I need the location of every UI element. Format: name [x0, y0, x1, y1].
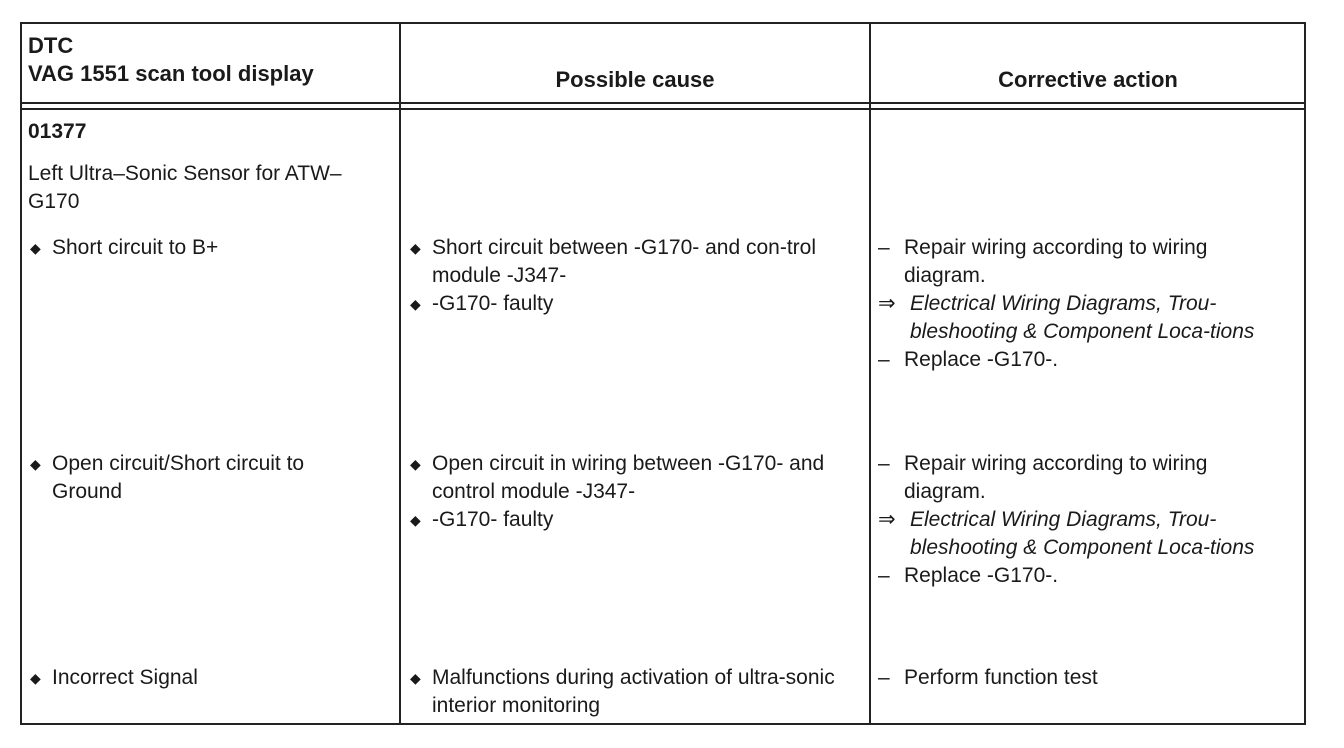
list-item: ◆ -G170- faulty — [410, 506, 868, 534]
symptom-short-to-bplus: ◆ Short circuit to B+ — [30, 234, 390, 262]
action-text: Repair wiring according to wiring diagra… — [904, 452, 1208, 503]
bullet-icon: ◆ — [410, 240, 421, 256]
list-item: – Replace -G170-. — [878, 346, 1298, 374]
actions-row-1: – Repair wiring according to wiring diag… — [878, 234, 1298, 374]
cause-text: Malfunctions during activation of ultra-… — [432, 666, 835, 717]
list-item: – Repair wiring according to wiring diag… — [878, 234, 1298, 290]
header-dtc: DTC VAG 1551 scan tool display — [28, 32, 388, 88]
arrow-right-icon: ⇒ — [878, 508, 896, 531]
bullet-icon: ◆ — [30, 240, 41, 256]
causes-row-2: ◆ Open circuit in wiring between -G170- … — [410, 450, 868, 534]
bullet-icon: ◆ — [410, 296, 421, 312]
list-item: – Replace -G170-. — [878, 562, 1298, 590]
reference-link[interactable]: Electrical Wiring Diagrams, Trou-bleshoo… — [910, 292, 1255, 343]
actions-row-3: – Perform function test — [878, 664, 1298, 692]
cause-text: Short circuit between -G170- and con-tro… — [432, 236, 817, 287]
action-text: Replace -G170-. — [904, 348, 1059, 371]
symptom-text: Short circuit to B+ — [52, 236, 219, 259]
bullet-icon: ◆ — [30, 670, 41, 686]
header-rule-bottom — [22, 108, 1304, 110]
dash-icon: – — [878, 348, 890, 371]
symptom-text: Open circuit/Short circuit to Ground — [52, 452, 305, 503]
list-item: – Perform function test — [878, 664, 1298, 692]
causes-row-1: ◆ Short circuit between -G170- and con-t… — [410, 234, 868, 318]
header-corrective-action: Corrective action — [998, 67, 1178, 92]
symptom-incorrect-signal: ◆ Incorrect Signal — [30, 664, 390, 692]
reference-link[interactable]: Electrical Wiring Diagrams, Trou-bleshoo… — [910, 508, 1255, 559]
action-text: Repair wiring according to wiring diagra… — [904, 236, 1208, 287]
bullet-icon: ◆ — [410, 456, 421, 472]
list-item: ◆ Short circuit between -G170- and con-t… — [410, 234, 868, 290]
list-item: ◆ -G170- faulty — [410, 290, 868, 318]
list-item: ⇒ Electrical Wiring Diagrams, Trou-blesh… — [878, 506, 1298, 562]
column-divider-2 — [869, 24, 871, 723]
dash-icon: – — [878, 666, 890, 689]
column-divider-1 — [399, 24, 401, 723]
arrow-right-icon: ⇒ — [878, 292, 896, 315]
list-item: ◆ Malfunctions during activation of ultr… — [410, 664, 868, 720]
actions-row-2: – Repair wiring according to wiring diag… — [878, 450, 1298, 590]
list-item: ◆ Open circuit in wiring between -G170- … — [410, 450, 868, 506]
bullet-icon: ◆ — [410, 670, 421, 686]
list-item: – Repair wiring according to wiring diag… — [878, 450, 1298, 506]
cause-text: -G170- faulty — [432, 292, 554, 315]
dash-icon: – — [878, 564, 890, 587]
bullet-icon: ◆ — [30, 456, 41, 472]
dtc-description: Left Ultra–Sonic Sensor for ATW–G170 — [28, 162, 342, 213]
symptom-open-short-ground: ◆ Open circuit/Short circuit to Ground — [30, 450, 390, 506]
action-text: Replace -G170-. — [904, 564, 1059, 587]
cause-text: -G170- faulty — [432, 508, 554, 531]
cause-text: Open circuit in wiring between -G170- an… — [432, 452, 825, 503]
header-dtc-label: DTC — [28, 33, 74, 58]
header-scan-tool-label: VAG 1551 scan tool display — [28, 61, 314, 86]
action-text: Perform function test — [904, 666, 1098, 689]
dash-icon: – — [878, 452, 890, 475]
causes-row-3: ◆ Malfunctions during activation of ultr… — [410, 664, 868, 720]
bullet-icon: ◆ — [410, 512, 421, 528]
dtc-code: 01377 — [28, 120, 87, 143]
dtc-table: DTC VAG 1551 scan tool display Possible … — [20, 22, 1306, 725]
list-item: ⇒ Electrical Wiring Diagrams, Trou-blesh… — [878, 290, 1298, 346]
dash-icon: – — [878, 236, 890, 259]
header-rule-top — [22, 102, 1304, 104]
header-possible-cause: Possible cause — [555, 67, 715, 92]
symptom-text: Incorrect Signal — [52, 666, 198, 689]
